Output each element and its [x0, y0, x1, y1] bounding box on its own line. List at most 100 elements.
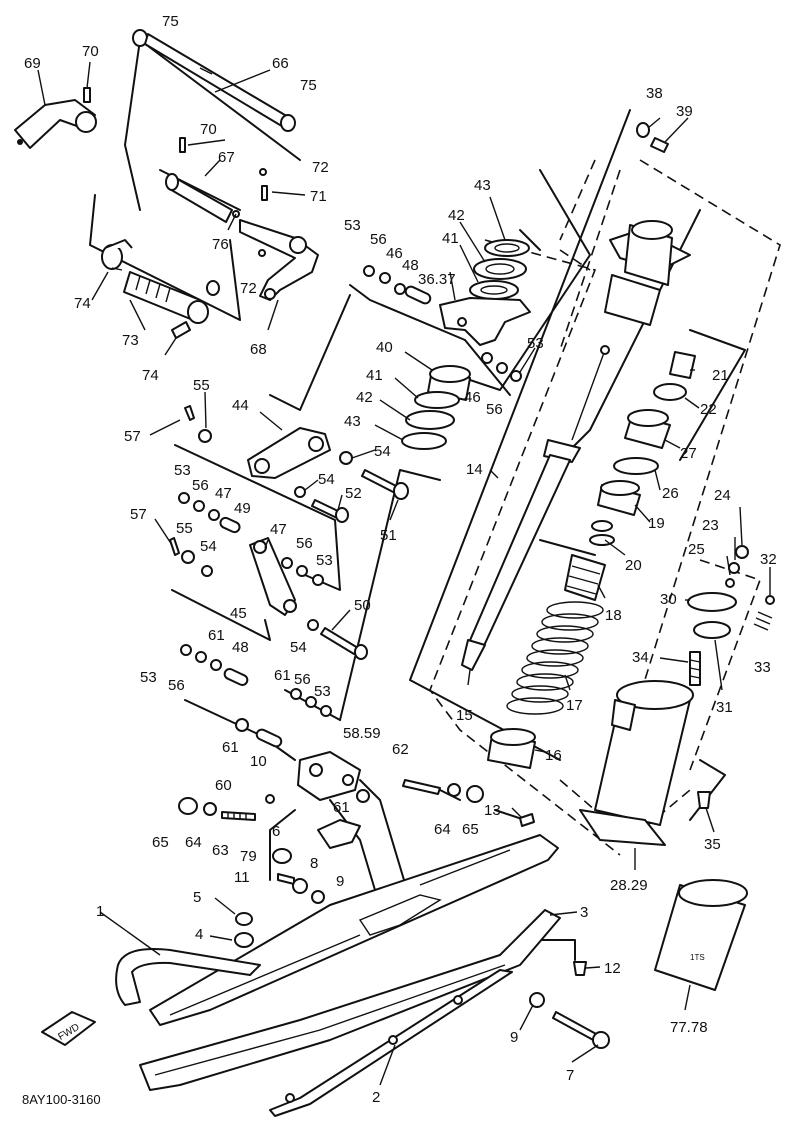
- callout: 57: [130, 506, 147, 523]
- callout: 63: [212, 842, 229, 859]
- callout: 10: [250, 753, 267, 770]
- callout: 36.37: [418, 271, 456, 288]
- link-45-assembly: [169, 492, 368, 660]
- callout: 14: [466, 461, 483, 478]
- callout: 43: [344, 413, 361, 430]
- pin-70-top: [83, 87, 91, 103]
- ski-assembly: [41, 834, 610, 1117]
- callout: 25: [688, 541, 705, 558]
- callout: 64: [434, 821, 451, 838]
- bracket-58-59: [265, 751, 441, 804]
- callout: 41: [442, 230, 459, 247]
- callout: 24: [714, 487, 731, 504]
- callout: 23: [702, 517, 719, 534]
- callout: 43: [474, 177, 491, 194]
- callout: 39: [676, 103, 693, 120]
- arm-69: [14, 99, 97, 149]
- callout: 77.78: [670, 1019, 708, 1036]
- lower-washers: [180, 644, 332, 748]
- callout: 61: [222, 739, 239, 756]
- callout: 76: [212, 236, 229, 253]
- callout: 5: [193, 889, 201, 906]
- callout: 55: [193, 377, 210, 394]
- shaft-67: [165, 137, 233, 223]
- callout: 9: [336, 873, 344, 890]
- callout: 31: [716, 699, 733, 716]
- callout: 75: [300, 77, 317, 94]
- callout: 9: [510, 1029, 518, 1046]
- callout: 21: [712, 367, 729, 384]
- callout: 3: [580, 904, 588, 921]
- callout: 58.59: [343, 725, 381, 742]
- shock-tag: 1ТS: [690, 953, 705, 962]
- callout: 49: [234, 500, 251, 517]
- callout: 62: [392, 741, 409, 758]
- callout: 56: [296, 535, 313, 552]
- callout: 27: [680, 445, 697, 462]
- arm-68: [232, 168, 319, 301]
- callout: 70: [82, 43, 99, 60]
- callout: 61: [208, 627, 225, 644]
- callout: 42: [356, 389, 373, 406]
- callout: 79: [240, 848, 257, 865]
- callout: 54: [200, 538, 217, 555]
- callout: 71: [310, 188, 327, 205]
- callout: 18: [605, 607, 622, 624]
- callout: 47: [215, 485, 232, 502]
- callout: 35: [704, 836, 721, 853]
- callout: 53: [174, 462, 191, 479]
- can-77-78: 1ТS: [654, 879, 748, 991]
- callout: 2: [372, 1089, 380, 1106]
- dashed-envelopes: [429, 159, 781, 856]
- callout: 20: [625, 557, 642, 574]
- callout: 16: [545, 747, 562, 764]
- callout: 50: [354, 597, 371, 614]
- shock-14: [461, 345, 610, 671]
- callout: 15: [456, 707, 473, 724]
- callout: 54: [290, 639, 307, 656]
- callout: 61: [274, 667, 291, 684]
- callout: 11: [234, 869, 250, 886]
- coil-spring-17: [506, 601, 604, 715]
- callout: 48: [402, 257, 419, 274]
- callout: 46: [464, 389, 481, 406]
- callout: 46: [386, 245, 403, 262]
- callout: 19: [648, 515, 665, 532]
- callout: 26: [662, 485, 679, 502]
- callout: 66: [272, 55, 289, 72]
- upper-washers: [363, 239, 530, 305]
- callout: 53: [140, 669, 157, 686]
- link-44: [184, 405, 353, 498]
- callout: 56: [294, 671, 311, 688]
- callout: 13: [484, 802, 501, 819]
- callout-numbers: 75 70 69 66 75 70 67 72 71 76 72 74 73 7…: [24, 13, 777, 1106]
- callout: 53: [527, 335, 544, 352]
- diagram-code: 8AY100-3160: [22, 1092, 101, 1107]
- callout: 4: [195, 926, 203, 943]
- callout: 47: [270, 521, 287, 538]
- callout: 42: [448, 207, 465, 224]
- callout: 17: [566, 697, 583, 714]
- callout: 61: [333, 799, 350, 816]
- callout: 67: [218, 149, 235, 166]
- callout: 12: [604, 960, 621, 977]
- callout: 51: [380, 527, 397, 544]
- callout: 55: [176, 520, 193, 537]
- callout: 34: [632, 649, 649, 666]
- callout: 6: [272, 823, 280, 840]
- callout: 7: [566, 1067, 574, 1084]
- callout: 72: [312, 159, 329, 176]
- cylinder-top: [604, 220, 691, 326]
- bracket-36-37: [439, 297, 531, 382]
- spring-stack: [487, 351, 696, 769]
- callout: 56: [370, 231, 387, 248]
- callout: 22: [700, 401, 717, 418]
- callout: 65: [462, 821, 479, 838]
- callout: 57: [124, 428, 141, 445]
- callout: 54: [374, 443, 391, 460]
- stack-40-43: [401, 365, 471, 450]
- leader-lines: [37, 61, 771, 1086]
- callout: 68: [250, 341, 267, 358]
- callout: 33: [754, 659, 771, 676]
